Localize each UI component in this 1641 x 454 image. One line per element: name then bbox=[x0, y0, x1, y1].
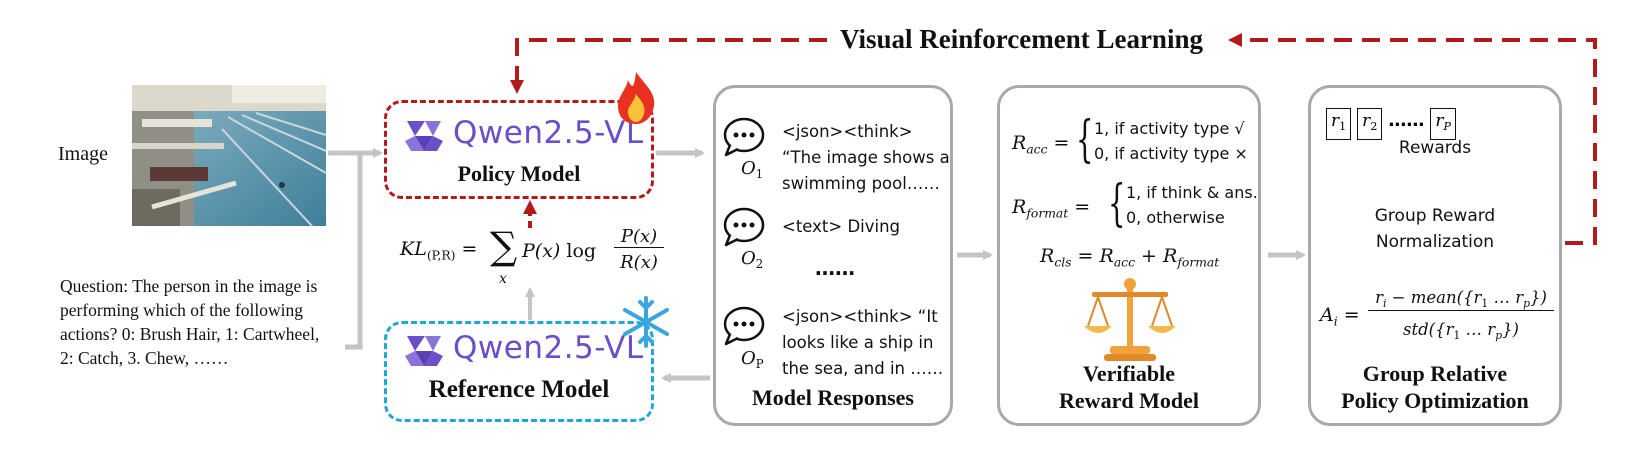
arrow-question-to-policy bbox=[345, 153, 363, 350]
r-acc-case-2: 0, if activity type × bbox=[1094, 144, 1248, 163]
kl-denominator: R(x) bbox=[620, 252, 658, 273]
fire-icon bbox=[618, 72, 655, 124]
kl-lhs: KL(P,R) = bbox=[400, 238, 478, 263]
reward-title: Verifiable Reward Model bbox=[997, 360, 1261, 414]
reward-title-line-2: Reward Model bbox=[1059, 388, 1199, 413]
r-acc-case-1: 1, if activity type √ bbox=[1094, 119, 1245, 138]
kl-numerator: P(x) bbox=[614, 226, 664, 248]
policy-label: Policy Model bbox=[457, 161, 581, 186]
reward-title-line-1: Verifiable bbox=[1082, 361, 1176, 386]
rl-loop-left-segment bbox=[510, 38, 827, 94]
reward-rp: rP bbox=[1430, 108, 1456, 140]
reward-r2: r2 bbox=[1357, 108, 1383, 140]
grpo-box bbox=[1308, 85, 1562, 426]
advantage-lhs: Ai = bbox=[1320, 304, 1360, 329]
r-acc-cases: 1, if activity type √ 0, if activity typ… bbox=[1094, 116, 1248, 166]
r-format-case-1: 1, if think & ans. bbox=[1126, 183, 1258, 202]
input-image bbox=[132, 85, 326, 226]
speech-bubble-icon bbox=[723, 306, 765, 346]
diagram-title: Visual Reinforcement Learning bbox=[840, 24, 1203, 54]
r-format-case-2: 0, otherwise bbox=[1126, 208, 1225, 227]
rl-feedback-loop bbox=[510, 33, 1597, 245]
r-format-brace: { bbox=[1108, 174, 1126, 232]
rl-loop-right-segment bbox=[1228, 33, 1597, 245]
advantage-denominator: std({r1 … rp}) bbox=[1402, 320, 1519, 342]
snowflake-icon bbox=[623, 296, 669, 348]
group-reward-normalization: Group Reward Normalization bbox=[1308, 203, 1562, 255]
r-acc-brace: { bbox=[1076, 110, 1094, 168]
kl-sum-var: x bbox=[499, 271, 507, 287]
rewards-label: Rewards bbox=[1398, 138, 1472, 158]
r-cls-equation: Rcls = Racc + Rformat bbox=[1040, 245, 1220, 270]
qwen-logo-icon bbox=[401, 117, 447, 160]
scales-icon bbox=[1084, 278, 1176, 361]
responses-title: Model Responses bbox=[752, 385, 914, 410]
reward-model-box bbox=[997, 85, 1261, 426]
grpo-title-line-1: Group Relative bbox=[1362, 361, 1508, 386]
advantage-numerator: ri − mean({r1 … rp}) bbox=[1368, 288, 1554, 311]
reference-model-box: Qwen2.5-VL Reference Model bbox=[384, 321, 654, 422]
responses-ellipsis: …… bbox=[815, 256, 855, 280]
reference-label: Reference Model bbox=[428, 376, 610, 403]
kl-sum-symbol: ∑ bbox=[490, 224, 518, 268]
r-acc-symbol: Racc = bbox=[1012, 132, 1070, 157]
response-p-label: OP bbox=[741, 348, 764, 372]
policy-model-box: Qwen2.5-VL Policy Model bbox=[384, 100, 654, 199]
reference-brand: Qwen2.5-VL bbox=[453, 330, 644, 366]
qwen-logo-icon bbox=[401, 332, 447, 375]
grpo-title: Group Relative Policy Optimization bbox=[1308, 360, 1562, 414]
response-p-text: <json><think> “It looks like a ship in t… bbox=[782, 307, 944, 378]
grpo-title-line-2: Policy Optimization bbox=[1341, 388, 1529, 413]
speech-bubble-icon bbox=[723, 117, 765, 157]
normalization-line-2: Normalization bbox=[1375, 232, 1495, 252]
r-format-symbol: Rformat = bbox=[1012, 196, 1091, 221]
speech-bubble-icon bbox=[723, 207, 765, 247]
response-1-label: O1 bbox=[741, 158, 764, 182]
rewards-dots: …… bbox=[1388, 110, 1425, 131]
policy-brand: Qwen2.5-VL bbox=[453, 115, 644, 151]
kl-px: P(x) log bbox=[522, 240, 597, 262]
response-2-text: <text> Diving bbox=[782, 217, 901, 236]
normalization-line-1: Group Reward bbox=[1374, 206, 1496, 226]
response-2-label: O2 bbox=[741, 248, 764, 272]
response-1-text: <json><think> “The image shows a swimmin… bbox=[782, 122, 950, 193]
image-label: Image bbox=[58, 143, 108, 165]
question-text: Question: The person in the image is per… bbox=[60, 276, 320, 368]
reward-r1: r1 bbox=[1326, 108, 1352, 140]
r-format-cases: 1, if think & ans. 0, otherwise bbox=[1126, 180, 1258, 230]
model-responses-box bbox=[713, 85, 953, 426]
